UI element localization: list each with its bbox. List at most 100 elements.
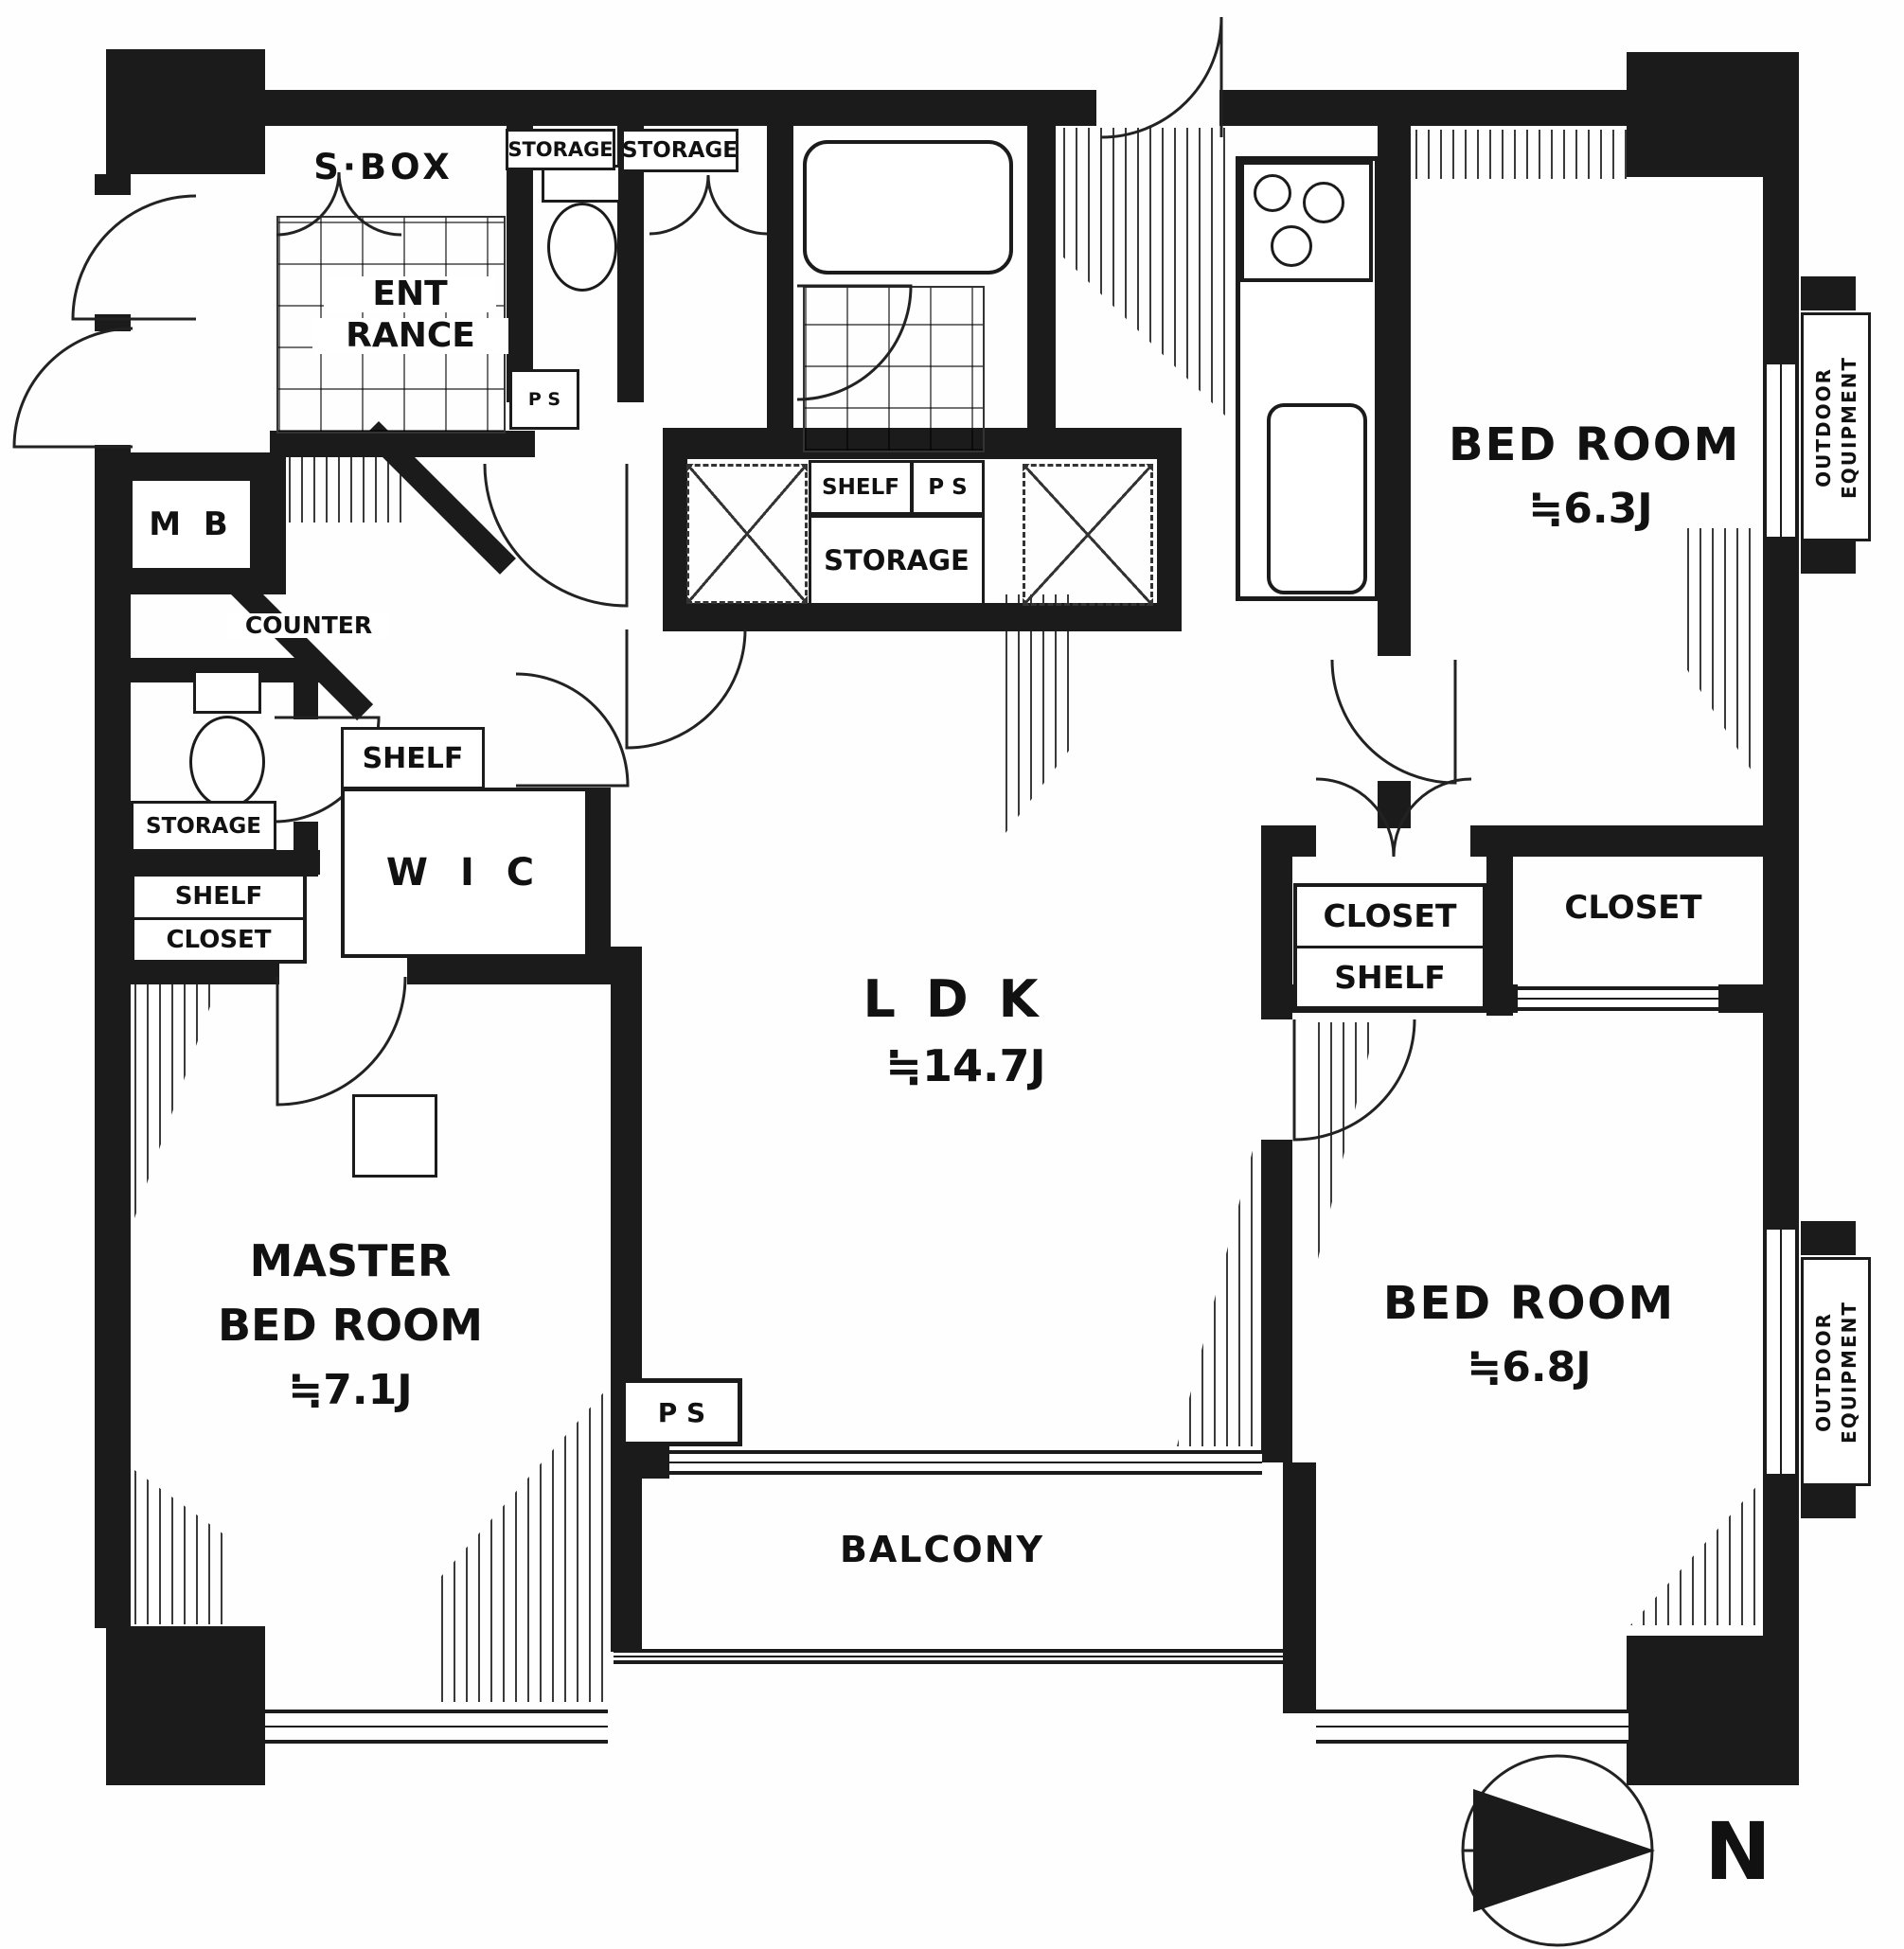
hall-ps-box: P S bbox=[911, 460, 985, 515]
left-shelf-closet-box: SHELF CLOSET bbox=[131, 873, 307, 964]
wall-ldk-bottom-stub bbox=[611, 1446, 669, 1479]
outdoor-equipment-north-line1: OUTDOOR bbox=[1811, 366, 1835, 487]
balcony-ps-box: P S bbox=[621, 1378, 742, 1446]
hall-shelf-box: SHELF bbox=[809, 460, 913, 515]
wall-left-c bbox=[95, 445, 131, 1628]
entrance-label-line1: ENT bbox=[324, 276, 496, 312]
wall-closet-bottom-stub bbox=[1718, 984, 1763, 1013]
outdoor-equipment-south-line2: EQUIPMENT bbox=[1837, 1300, 1860, 1444]
balcony-label: BALCONY bbox=[839, 1529, 1045, 1570]
bathroom-door-arc bbox=[796, 284, 913, 401]
outdoor-equipment-south: OUTDOOR EQUIPMENT bbox=[1801, 1257, 1871, 1486]
hall-storage-box: STORAGE bbox=[809, 515, 985, 606]
storage-top-right-box: STORAGE bbox=[621, 129, 738, 172]
outdoor-equipment-south-line1: OUTDOOR bbox=[1811, 1311, 1835, 1432]
stove-burner-1 bbox=[1254, 174, 1291, 212]
closet-north-door-arc-right bbox=[1392, 777, 1472, 858]
ldk-balcony-sliding-door bbox=[669, 1450, 1262, 1475]
meter-box-door-arc bbox=[12, 327, 133, 449]
wall-right-b bbox=[1763, 537, 1799, 1230]
master-name-line2: BED ROOM bbox=[217, 1300, 484, 1351]
closet-north-label: CLOSET bbox=[1323, 897, 1457, 935]
pillar-top-left bbox=[106, 49, 265, 174]
bedroom-north-size: ≒6.3J bbox=[1528, 485, 1653, 533]
wall-under-toilet-storage bbox=[131, 850, 320, 875]
outdoor-equipment-north-line2: EQUIPMENT bbox=[1837, 355, 1860, 499]
wall-storage-row-bottom bbox=[663, 603, 1182, 631]
entrance-label-line2: RANCE bbox=[312, 318, 508, 354]
wall-left-a bbox=[95, 174, 131, 195]
wall-storage-row-right bbox=[1157, 459, 1182, 631]
wall-bedroom-north-bottom bbox=[1470, 825, 1763, 857]
toilet-storage-box: STORAGE bbox=[131, 801, 276, 852]
left-closet-label: CLOSET bbox=[134, 916, 303, 961]
wall-ldk-master-separator bbox=[611, 947, 642, 1462]
closet-south-sliding-door bbox=[1518, 986, 1718, 1011]
equipment-bracket-1a bbox=[1801, 276, 1856, 310]
wall-bedroom-south-left bbox=[1283, 1462, 1316, 1713]
wall-master-top-right bbox=[407, 958, 642, 984]
wic-shelf-box: SHELF bbox=[341, 727, 485, 789]
wall-storage-row-left bbox=[663, 459, 687, 631]
service-door-arc bbox=[1100, 16, 1223, 139]
wall-bathroom-right bbox=[1027, 126, 1056, 457]
stove-burner-3 bbox=[1271, 225, 1312, 267]
master-furniture bbox=[352, 1094, 437, 1178]
toilet-west-tank bbox=[193, 670, 261, 714]
wall-closet-north-stub bbox=[1292, 825, 1316, 857]
pillar-bottom-right bbox=[1627, 1636, 1799, 1785]
pillar-bottom-left bbox=[106, 1626, 265, 1785]
bathroom-tile-floor bbox=[803, 286, 985, 452]
closet-north-door-arc-left bbox=[1315, 777, 1396, 858]
kitchen-sink bbox=[1267, 403, 1367, 594]
bedroom-south-door-arc bbox=[1292, 1019, 1416, 1142]
ldk-name: LDK bbox=[863, 969, 1069, 1029]
wall-top-b bbox=[1219, 90, 1628, 126]
entrance-door-arc bbox=[71, 194, 197, 321]
entry-ps-box: P S bbox=[509, 369, 579, 430]
storage-top-door-arc-right bbox=[706, 174, 768, 236]
shoe-box-door-arc-right bbox=[337, 171, 402, 237]
pillar-top-right bbox=[1627, 52, 1799, 177]
ldk-size: ≒14.7J bbox=[885, 1040, 1046, 1091]
toilet-north-bowl bbox=[547, 203, 617, 292]
storage-xbox-right bbox=[1023, 464, 1153, 606]
hall-storage-door-arc bbox=[625, 629, 747, 750]
bedroom-north-name: BED ROOM bbox=[1449, 418, 1741, 471]
hatch-bedroom-north-top bbox=[1415, 130, 1633, 179]
outdoor-equipment-north: OUTDOOR EQUIPMENT bbox=[1801, 312, 1871, 541]
bedroom-south-name: BED ROOM bbox=[1382, 1277, 1676, 1330]
equipment-bracket-2a bbox=[1801, 1221, 1856, 1255]
wall-toilet1-left bbox=[507, 126, 533, 402]
stove-burner-2 bbox=[1303, 182, 1344, 223]
wall-wic-right bbox=[585, 788, 611, 958]
bedroom-north-door-arc bbox=[1330, 659, 1457, 785]
master-name-line1: MASTER bbox=[249, 1235, 452, 1286]
bathtub bbox=[803, 140, 1013, 275]
counter-label: COUNTER bbox=[227, 612, 390, 639]
window-right-north bbox=[1763, 364, 1799, 537]
wall-washroom-right bbox=[767, 126, 793, 457]
wic-door-arc bbox=[515, 672, 630, 788]
wall-right-c bbox=[1763, 1474, 1799, 1638]
equipment-bracket-2b bbox=[1801, 1484, 1856, 1518]
closet-south-label: CLOSET bbox=[1564, 889, 1702, 927]
wall-right-a bbox=[1763, 175, 1799, 364]
shoe-box-label: S·BOX bbox=[313, 147, 454, 187]
wall-ldk-east-upper bbox=[1261, 825, 1292, 1019]
washroom-door-arc bbox=[483, 463, 629, 608]
wall-balcony-left bbox=[611, 1462, 642, 1652]
storage-xbox-left bbox=[686, 464, 808, 604]
wall-ldk-east-lower bbox=[1261, 1140, 1292, 1462]
meter-box: M B bbox=[129, 477, 254, 572]
wic-box: W I C bbox=[341, 788, 589, 958]
compass-needle bbox=[1473, 1789, 1655, 1912]
closet-north-box: CLOSET SHELF bbox=[1293, 883, 1486, 1010]
bedroom-south-size: ≒6.8J bbox=[1467, 1343, 1592, 1391]
window-bedroom-south-bottom bbox=[1316, 1710, 1628, 1744]
closet-north-shelf-label: SHELF bbox=[1297, 945, 1483, 1007]
master-size: ≒7.1J bbox=[288, 1366, 413, 1414]
window-master-bottom bbox=[265, 1710, 608, 1744]
